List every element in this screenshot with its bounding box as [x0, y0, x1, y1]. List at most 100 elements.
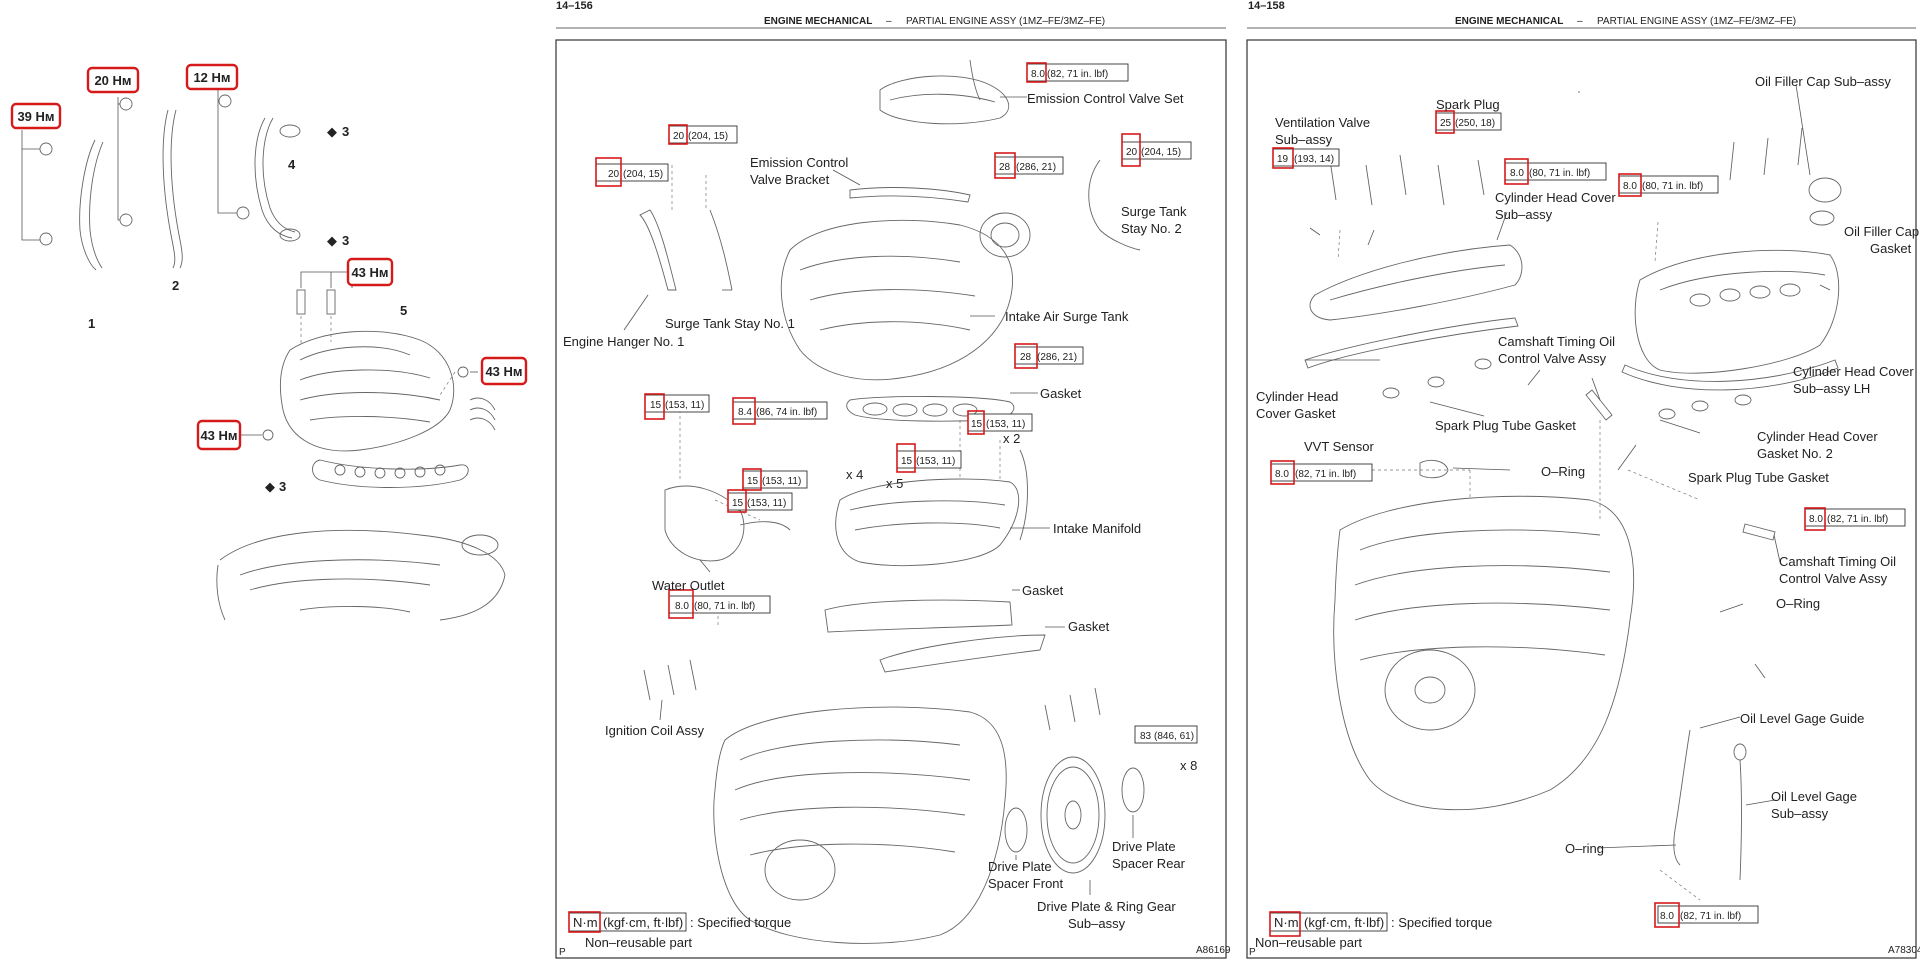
torque-callout: 20 Нм [86, 66, 140, 94]
svg-text:(82, 71 in. lbf): (82, 71 in. lbf) [1827, 514, 1888, 525]
svg-text:8.0: 8.0 [1031, 69, 1045, 80]
label-o-ring: O–ring [1565, 841, 1604, 856]
diamond-mark: ◆ 3 [327, 124, 349, 139]
torque-tag: 8.0 (80, 71 in. lbf) [1618, 173, 1719, 197]
svg-text:(846, 61): (846, 61) [1154, 731, 1194, 742]
svg-text:N·m: N·m [1274, 915, 1299, 930]
svg-text:15: 15 [732, 498, 744, 509]
header-title: ENGINE MECHANICAL [764, 16, 872, 27]
label-drive-plate-ring-gear: Drive Plate & Ring Gear [1037, 899, 1176, 914]
callout-20nm: 20 Нм [94, 73, 131, 88]
callout-12nm: 12 Нм [193, 70, 230, 85]
label-non-reusable-part: Non–reusable part [585, 935, 692, 950]
svg-text:(204, 15): (204, 15) [623, 169, 663, 180]
label-stay-no2: Stay No. 2 [1121, 221, 1182, 236]
label-control-valve-assy: Control Valve Assy [1498, 351, 1607, 366]
callout-43nm-b: 43 Нм [485, 364, 522, 379]
torque-legend: N·m (kgf·cm, ft·lbf) : Specified torque [568, 911, 791, 933]
torque-tag: 20 (204, 15) [595, 157, 669, 187]
figure-id: A78304 [1888, 945, 1920, 956]
label-intake-air-surge-tank: Intake Air Surge Tank [1005, 309, 1129, 324]
label-non-reusable-part: Non–reusable part [1255, 935, 1362, 950]
part-2-bracket [162, 109, 176, 269]
label-intake-manifold: Intake Manifold [1053, 521, 1141, 536]
header-subtitle: PARTIAL ENGINE ASSY (1MZ–FE/3MZ–FE) [1597, 16, 1796, 27]
torque-tag: 15 (153, 11) [896, 443, 962, 473]
item-number: 5 [400, 303, 407, 318]
label-cylinder-head-cover: Cylinder Head Cover [1495, 190, 1616, 205]
svg-text:(193, 14): (193, 14) [1294, 154, 1334, 165]
label-drive-plate: Drive Plate [1112, 839, 1176, 854]
label-surge-tank-stay-no1: Surge Tank Stay No. 1 [665, 316, 795, 331]
label-ventilation-valve: Ventilation Valve [1275, 115, 1370, 130]
engine-sketch [216, 529, 506, 621]
torque-tag: 20 (204, 15) [668, 124, 738, 145]
label-spark-plug-tube-gasket: Spark Plug Tube Gasket [1435, 418, 1576, 433]
svg-text:15: 15 [901, 456, 913, 467]
svg-text:3: 3 [342, 124, 349, 139]
callout-43nm-a: 43 Нм [351, 265, 388, 280]
parts-sketch [639, 59, 1145, 944]
svg-text:◆: ◆ [265, 479, 275, 494]
header-title: ENGINE MECHANICAL [1455, 16, 1563, 27]
page-number: 14–158 [1248, 0, 1285, 12]
torque-tag: 28 (286, 21) [994, 152, 1064, 179]
figure-frame [555, 39, 1227, 959]
item-number: 1 [88, 316, 95, 331]
svg-text:(80, 71 in. lbf): (80, 71 in. lbf) [694, 601, 755, 612]
torque-tag: 28 (286, 21) [1014, 343, 1084, 369]
label-gasket: Gasket [1068, 619, 1110, 634]
left-panel [21, 90, 506, 621]
torque-tag: 8.0 (80, 71 in. lbf) [668, 589, 771, 619]
svg-text:3: 3 [342, 233, 349, 248]
svg-text:(204, 15): (204, 15) [1141, 147, 1181, 158]
diamond-mark: ◆ 3 [327, 233, 349, 248]
svg-text:25: 25 [1440, 118, 1452, 129]
label-valve-bracket: Valve Bracket [750, 172, 830, 187]
label-x5: x 5 [886, 476, 903, 491]
svg-text:: Specified torque: : Specified torque [690, 915, 791, 930]
svg-text:(80, 71 in. lbf): (80, 71 in. lbf) [1642, 181, 1703, 192]
svg-text:19: 19 [1277, 154, 1289, 165]
footer-letter: P [559, 947, 566, 958]
svg-text:(82, 71 in. lbf): (82, 71 in. lbf) [1680, 911, 1741, 922]
svg-text:28: 28 [999, 162, 1011, 173]
page-14-158: 14–158 ENGINE MECHANICAL – PARTIAL ENGIN… [1246, 0, 1920, 959]
torque-callout: 43 Нм [196, 419, 242, 451]
svg-text:83: 83 [1140, 731, 1152, 742]
label-ignition-coil-assy: Ignition Coil Assy [605, 723, 704, 738]
torque-tag: 8.0 (82, 71 in. lbf) [1654, 902, 1759, 928]
torque-callout: 12 Нм [185, 63, 239, 91]
label-oil-filler-cap-sub-assy: Oil Filler Cap Sub–assy [1755, 74, 1891, 89]
figure-id: A86169 [1196, 945, 1231, 956]
label-surge-tank: Surge Tank [1121, 204, 1187, 219]
label-cylinder-head: Cylinder Head [1256, 389, 1338, 404]
label-sub-assy: Sub–assy [1771, 806, 1829, 821]
svg-text:15: 15 [747, 476, 759, 487]
item-number: 4 [288, 157, 296, 172]
torque-tag: 15 (153, 11) [967, 410, 1033, 435]
label-oil-filler-cap: Oil Filler Cap [1844, 224, 1919, 239]
label-spark-plug: Spark Plug [1436, 97, 1500, 112]
label-control-valve-assy: Control Valve Assy [1779, 571, 1888, 586]
svg-text:15: 15 [650, 400, 662, 411]
svg-text:8.0: 8.0 [675, 601, 689, 612]
label-sub-assy: Sub–assy [1495, 207, 1553, 222]
svg-text:–: – [886, 16, 892, 27]
svg-text:(286, 21): (286, 21) [1016, 162, 1056, 173]
svg-text:(250, 18): (250, 18) [1455, 118, 1495, 129]
svg-text:(kgf·cm, ft·lbf): (kgf·cm, ft·lbf) [603, 915, 683, 930]
callout-43nm-c: 43 Нм [200, 428, 237, 443]
svg-text:8.4: 8.4 [738, 407, 752, 418]
svg-text:: Specified torque: : Specified torque [1391, 915, 1492, 930]
label-gasket: Gasket [1870, 241, 1912, 256]
torque-tag: 8.0 (80, 71 in. lbf) [1504, 158, 1607, 185]
label-sub-assy-lh: Sub–assy LH [1793, 381, 1870, 396]
torque-tag: 8.4 (86, 74 in. lbf) [732, 397, 828, 425]
part-1-bracket [79, 139, 97, 271]
label-engine-hanger-no1: Engine Hanger No. 1 [563, 334, 684, 349]
torque-tag: 15 (153, 11) [727, 489, 793, 513]
torque-tag: 8.0 (82, 71 in. lbf) [1804, 507, 1906, 531]
svg-text:8.0: 8.0 [1809, 514, 1823, 525]
